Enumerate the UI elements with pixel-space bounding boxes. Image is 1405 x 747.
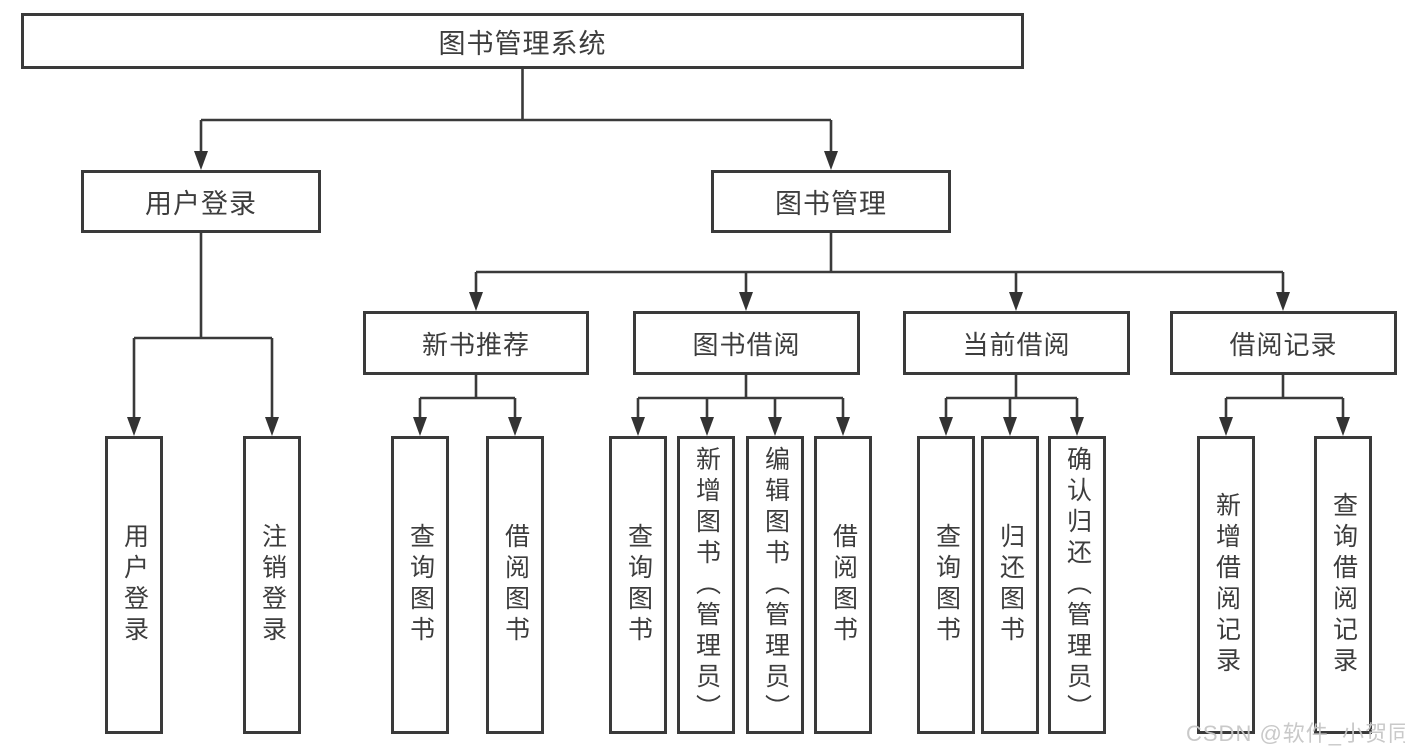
leaf-query-borrow-record-label: 查询借阅记录 [1329,492,1358,678]
leaf-borrow-books-2-label: 借阅图书 [829,523,858,647]
node-book-borrow: 图书借阅 [633,311,860,375]
leaf-return-book: 归还图书 [981,436,1039,734]
leaf-confirm-return-admin-label: 确认归还（管理员） [1063,445,1092,725]
leaf-user-login-label: 用户登录 [120,523,149,647]
node-new-book-recommend-label: 新书推荐 [421,329,530,360]
leaf-borrow-books-1: 借阅图书 [486,436,544,734]
leaf-query-books-3-label: 查询图书 [932,523,961,647]
leaf-logout: 注销登录 [243,436,301,734]
leaf-query-books-3: 查询图书 [917,436,975,734]
leaf-edit-book-admin: 编辑图书（管理员） [746,436,804,734]
leaf-confirm-return-admin: 确认归还（管理员） [1048,436,1106,734]
node-book-borrow-label: 图书借阅 [692,329,801,360]
node-new-book-recommend: 新书推荐 [363,311,589,375]
node-root-label: 图书管理系统 [438,28,607,59]
node-borrow-records-label: 借阅记录 [1229,329,1338,360]
node-book-management-label: 图书管理 [775,189,887,219]
leaf-query-books-1-label: 查询图书 [406,523,435,647]
arrowheads [127,151,1350,436]
leaf-query-books-1: 查询图书 [391,436,449,734]
node-user-login-label: 用户登录 [145,189,257,219]
leaf-borrow-books-1-label: 借阅图书 [501,523,530,647]
node-book-management: 图书管理 [711,170,951,233]
leaf-edit-book-admin-label: 编辑图书（管理员） [761,445,790,725]
node-user-login: 用户登录 [81,170,321,233]
leaf-add-borrow-record: 新增借阅记录 [1197,436,1255,734]
leaf-query-books-2: 查询图书 [609,436,667,734]
node-root: 图书管理系统 [21,13,1024,69]
leaf-query-borrow-record: 查询借阅记录 [1314,436,1372,734]
leaf-return-book-label: 归还图书 [996,523,1025,647]
node-current-borrow: 当前借阅 [903,311,1130,375]
node-current-borrow-label: 当前借阅 [962,329,1071,360]
leaf-add-book-admin-label: 新增图书（管理员） [692,445,721,725]
leaf-query-books-2-label: 查询图书 [624,523,653,647]
node-borrow-records: 借阅记录 [1170,311,1397,375]
csdn-watermark: CSDN @软件_小贺同学 [1186,721,1405,746]
leaf-add-book-admin: 新增图书（管理员） [677,436,735,734]
leaf-user-login: 用户登录 [105,436,163,734]
leaf-borrow-books-2: 借阅图书 [814,436,872,734]
leaf-add-borrow-record-label: 新增借阅记录 [1212,492,1241,678]
leaf-logout-label: 注销登录 [258,523,287,647]
